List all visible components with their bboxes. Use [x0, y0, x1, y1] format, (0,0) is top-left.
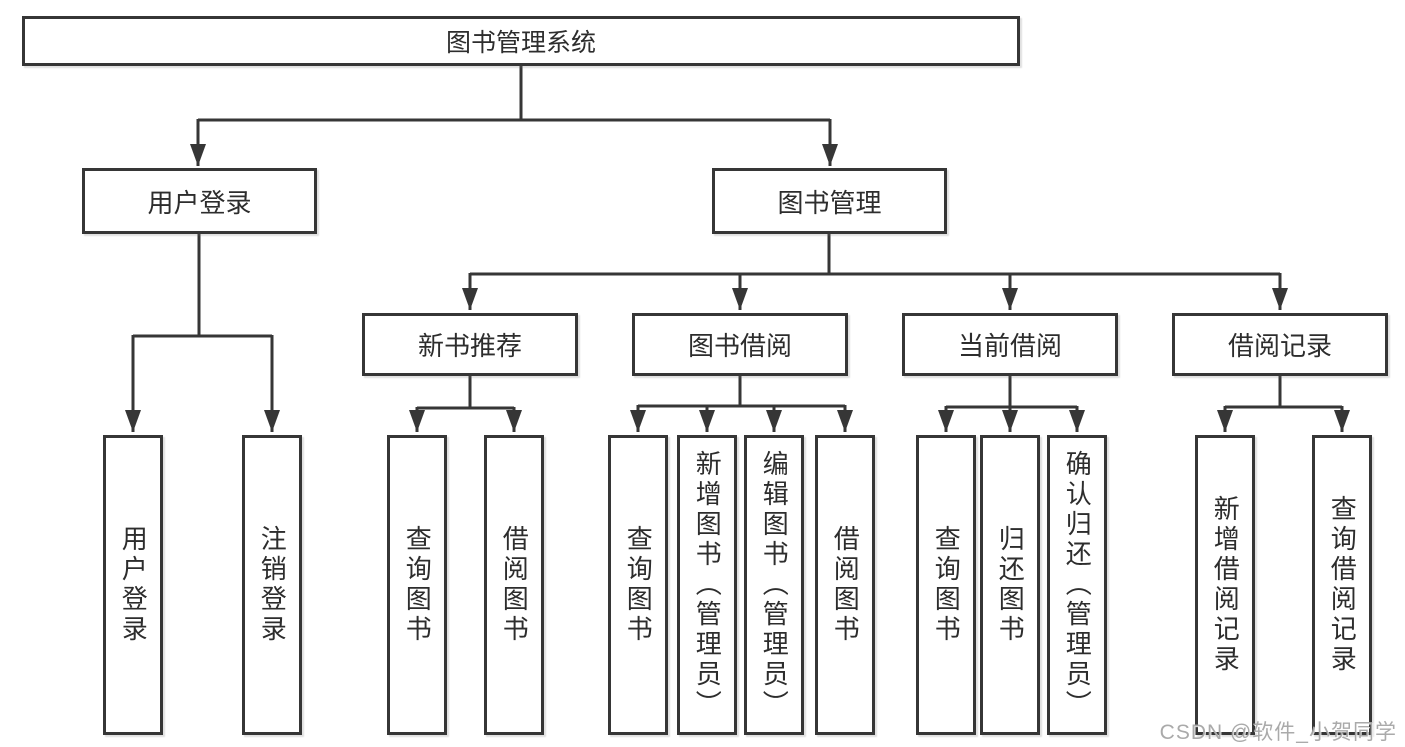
node-book-management: 图书管理 [712, 168, 947, 234]
node-leaf-query-borrow-record: 查询借阅记录 [1312, 435, 1372, 735]
node-leaf-borrow-books: 借阅图书 [815, 435, 875, 735]
node-label: 新书推荐 [417, 331, 522, 361]
node-leaf-query-books-current: 查询图书 [916, 435, 976, 735]
node-label: 图书管理 [777, 187, 882, 218]
node-leaf-return-books: 归还图书 [980, 435, 1040, 735]
node-label: 新增借阅记录 [1210, 495, 1241, 675]
node-label: 图书借阅 [687, 331, 792, 361]
node-label: 借阅图书 [830, 525, 861, 645]
node-label: 当前借阅 [957, 331, 1062, 361]
node-library-management-system: 图书管理系统 [22, 16, 1020, 66]
csdn-watermark: CSDN @软件_小贺同学 [1159, 721, 1397, 744]
node-current-borrow: 当前借阅 [902, 313, 1118, 376]
node-label: 确认归还（管理员） [1062, 450, 1093, 720]
node-book-borrow: 图书借阅 [632, 313, 848, 376]
node-label: 借阅记录 [1227, 331, 1332, 361]
node-borrow-records: 借阅记录 [1172, 313, 1388, 376]
node-label: 注销登录 [257, 525, 288, 645]
node-leaf-borrow-books-recommend: 借阅图书 [484, 435, 544, 735]
node-user-login: 用户登录 [82, 168, 317, 234]
node-label: 归还图书 [995, 525, 1026, 645]
node-label: 查询图书 [931, 525, 962, 645]
node-label: 编辑图书（管理员） [759, 450, 790, 720]
node-label: 图书管理系统 [445, 29, 596, 57]
node-label: 借阅图书 [499, 525, 530, 645]
node-new-book-recommend: 新书推荐 [362, 313, 578, 376]
node-label: 查询图书 [402, 525, 433, 645]
node-leaf-add-borrow-record: 新增借阅记录 [1195, 435, 1255, 735]
node-label: 用户登录 [147, 187, 252, 218]
node-leaf-confirm-return-admin: 确认归还（管理员） [1047, 435, 1107, 735]
node-leaf-edit-books-admin: 编辑图书（管理员） [744, 435, 804, 735]
node-label: 查询借阅记录 [1327, 495, 1358, 675]
node-leaf-query-books-borrow: 查询图书 [608, 435, 668, 735]
node-label: 用户登录 [118, 525, 149, 645]
node-label: 新增图书（管理员） [692, 450, 723, 720]
node-leaf-add-books-admin: 新增图书（管理员） [677, 435, 737, 735]
node-leaf-user-login: 用户登录 [103, 435, 163, 735]
node-leaf-logout: 注销登录 [242, 435, 302, 735]
node-leaf-query-books-recommend: 查询图书 [387, 435, 447, 735]
node-label: 查询图书 [623, 525, 654, 645]
